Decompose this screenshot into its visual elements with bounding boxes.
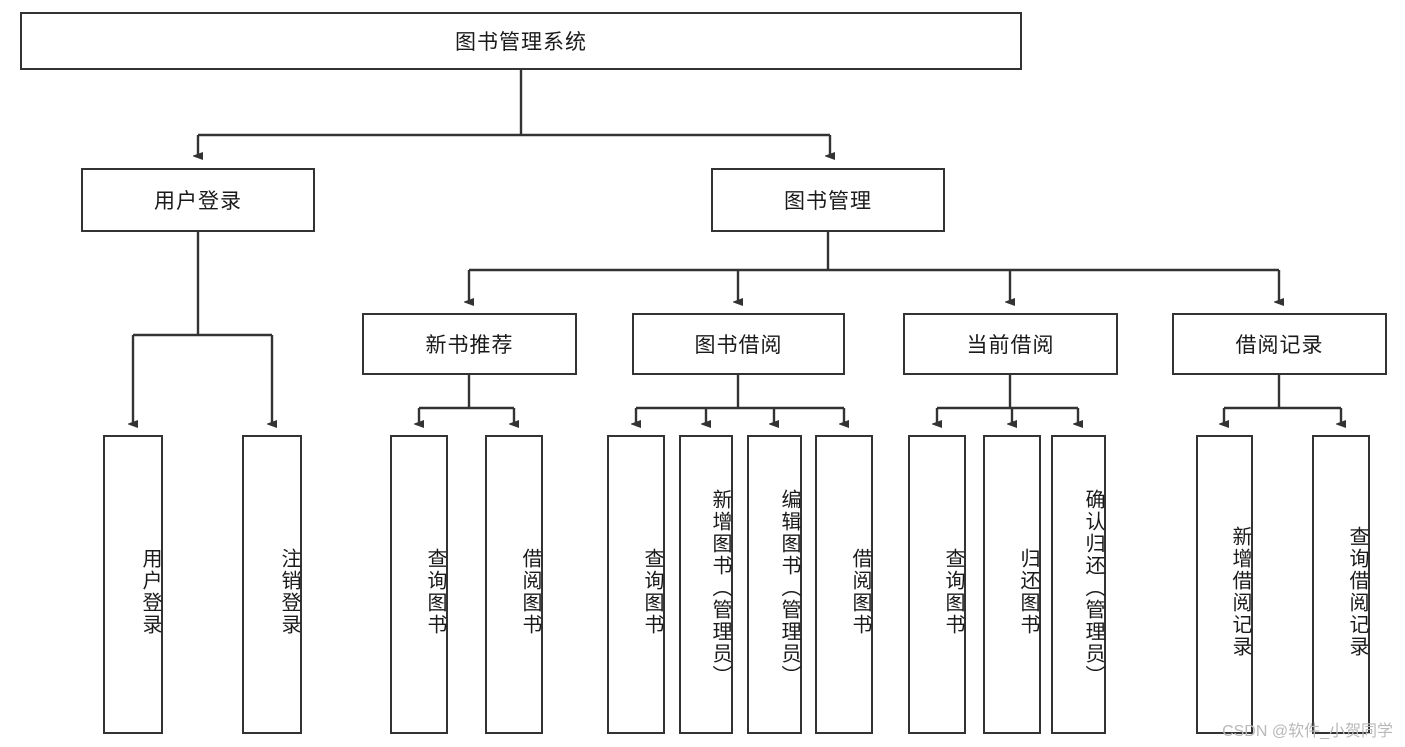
node-leaf-borrow-book-2-label: 借阅图书 <box>849 547 871 636</box>
node-book-manage[interactable]: 图书管理 <box>711 168 945 232</box>
node-leaf-user-login-label: 用户登录 <box>139 547 161 636</box>
node-leaf-edit-book[interactable]: 编辑图书（管理员） <box>747 435 802 734</box>
node-new-book-rec-label: 新书推荐 <box>425 334 514 357</box>
node-leaf-return-book[interactable]: 归还图书 <box>983 435 1041 734</box>
node-root[interactable]: 图书管理系统 <box>20 12 1022 70</box>
node-leaf-query-record-label: 查询借阅记录 <box>1346 525 1368 658</box>
node-leaf-query-book-1[interactable]: 查询图书 <box>390 435 448 734</box>
node-current-borrow[interactable]: 当前借阅 <box>903 313 1118 375</box>
node-leaf-query-book-1-label: 查询图书 <box>424 547 446 636</box>
node-user-login[interactable]: 用户登录 <box>81 168 315 232</box>
node-new-book-rec[interactable]: 新书推荐 <box>362 313 577 375</box>
node-book-borrow[interactable]: 图书借阅 <box>632 313 845 375</box>
node-leaf-add-record[interactable]: 新增借阅记录 <box>1196 435 1253 734</box>
node-leaf-query-book-2[interactable]: 查询图书 <box>607 435 665 734</box>
node-leaf-borrow-book-1[interactable]: 借阅图书 <box>485 435 543 734</box>
node-leaf-user-logout-label: 注销登录 <box>278 547 300 636</box>
node-leaf-add-record-label: 新增借阅记录 <box>1229 525 1251 658</box>
node-leaf-query-book-3-label: 查询图书 <box>942 547 964 636</box>
node-current-borrow-label: 当前借阅 <box>966 334 1055 357</box>
node-leaf-user-logout[interactable]: 注销登录 <box>242 435 302 734</box>
node-root-label: 图书管理系统 <box>455 31 587 54</box>
node-leaf-borrow-book-2[interactable]: 借阅图书 <box>815 435 873 734</box>
node-borrow-record-label: 借阅记录 <box>1235 334 1324 357</box>
node-leaf-confirm-return-label: 确认归还（管理员） <box>1082 488 1104 687</box>
node-user-login-label: 用户登录 <box>154 190 242 213</box>
node-leaf-borrow-book-1-label: 借阅图书 <box>519 547 541 636</box>
node-leaf-confirm-return[interactable]: 确认归还（管理员） <box>1051 435 1106 734</box>
node-leaf-query-record[interactable]: 查询借阅记录 <box>1312 435 1370 734</box>
node-leaf-return-book-label: 归还图书 <box>1017 547 1039 636</box>
node-leaf-add-book-label: 新增图书（管理员） <box>709 488 731 687</box>
watermark: CSDN @软件_小贺同学 <box>1222 723 1393 740</box>
node-book-borrow-label: 图书借阅 <box>694 334 783 357</box>
node-book-manage-label: 图书管理 <box>784 190 872 213</box>
node-leaf-user-login[interactable]: 用户登录 <box>103 435 163 734</box>
node-leaf-query-book-3[interactable]: 查询图书 <box>908 435 966 734</box>
node-leaf-add-book[interactable]: 新增图书（管理员） <box>679 435 733 734</box>
node-borrow-record[interactable]: 借阅记录 <box>1172 313 1387 375</box>
node-leaf-query-book-2-label: 查询图书 <box>641 547 663 636</box>
node-leaf-edit-book-label: 编辑图书（管理员） <box>778 488 800 687</box>
